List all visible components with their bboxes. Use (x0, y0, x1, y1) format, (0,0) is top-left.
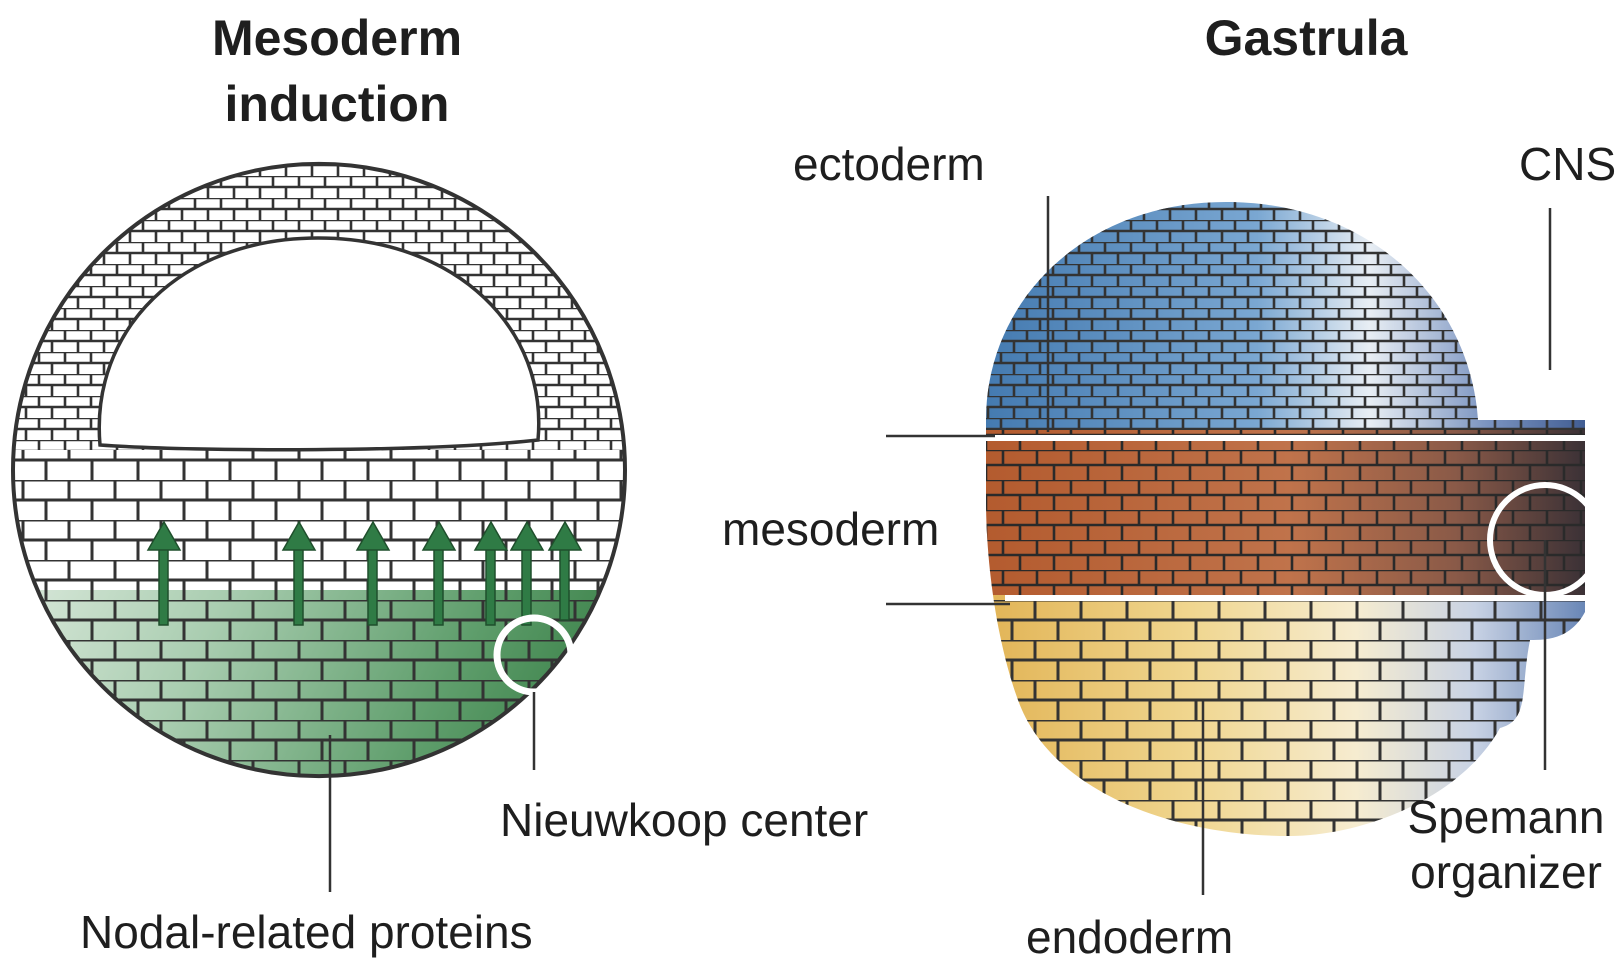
endoderm-label: endoderm (1026, 911, 1233, 963)
nieuwkoop-label: Nieuwkoop center (500, 794, 868, 846)
mesoderm-induction-title-line2: induction (225, 76, 450, 132)
mesoderm-label: mesoderm (722, 503, 939, 555)
mesoderm-induction-embryo (0, 150, 640, 892)
mesoderm-induction-title-line1: Mesoderm (212, 10, 462, 66)
spemann-label-line1: Spemann (1408, 791, 1605, 843)
nodal-label: Nodal-related proteins (80, 906, 533, 958)
cns-label: CNS (1519, 138, 1616, 190)
spemann-label-line2: organizer (1410, 846, 1602, 898)
ectoderm-label: ectoderm (793, 138, 985, 190)
gastrula-embryo (886, 180, 1620, 895)
gastrula-title: Gastrula (1205, 10, 1409, 66)
